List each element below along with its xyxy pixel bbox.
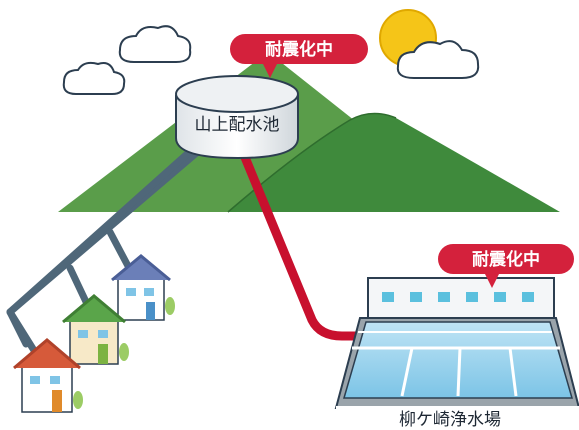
cloud-icon: [118, 25, 192, 63]
house-icon: [62, 294, 129, 365]
plant-seismic-badge: 耐震化中: [438, 244, 574, 288]
mountain-front: [228, 113, 560, 212]
purification-plant: [334, 277, 579, 430]
plant-label: 柳ケ崎浄水場: [399, 410, 501, 430]
reservoir-seismic-badge-text: 耐震化中: [265, 39, 333, 60]
distribution-pipe: [6, 142, 204, 364]
reservoir-label: 山上配水池: [195, 115, 280, 135]
reservoir-tank: [175, 75, 299, 160]
reservoir-seismic-badge: 耐震化中: [230, 34, 368, 78]
house-icon: [111, 254, 175, 321]
cloud-icon: [62, 61, 126, 95]
cloud-icon: [396, 40, 480, 79]
main-water-pipe: [237, 148, 368, 341]
plant-seismic-badge-text: 耐震化中: [472, 249, 540, 270]
ridge-line: [227, 112, 397, 213]
house-icon: [13, 338, 83, 413]
